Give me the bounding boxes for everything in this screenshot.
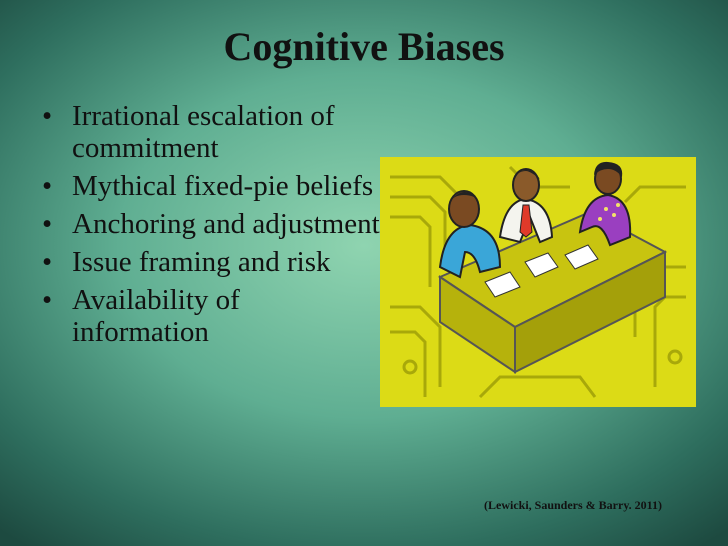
bullet-dot-icon: • bbox=[42, 100, 53, 132]
bullet-text: Irrational escalation of commitment bbox=[72, 100, 335, 164]
bullet-text: Anchoring and adjustment bbox=[72, 208, 380, 240]
bullet-dot-icon: • bbox=[42, 208, 53, 240]
citation: (Lewicki, Saunders & Barry. 2011) bbox=[484, 498, 663, 512]
bullet-item: • Mythical fixed-pie beliefs bbox=[42, 170, 382, 202]
bullet-item: • Anchoring and adjustment bbox=[42, 208, 382, 240]
bullet-dot-icon: • bbox=[42, 246, 53, 278]
bullet-text: Mythical fixed-pie beliefs bbox=[72, 170, 374, 202]
slide-title: Cognitive Biases bbox=[223, 24, 505, 69]
negotiation-clipart bbox=[380, 157, 696, 407]
bullet-text: Availability of information bbox=[72, 284, 240, 348]
bullet-list: • Irrational escalation of commitment • … bbox=[42, 100, 382, 354]
bullet-dot-icon: • bbox=[42, 170, 53, 202]
bullet-item: • Irrational escalation of commitment bbox=[42, 100, 382, 164]
bullet-item: • Availability of information bbox=[42, 284, 382, 348]
bullet-text: Issue framing and risk bbox=[72, 246, 331, 278]
bullet-item: • Issue framing and risk bbox=[42, 246, 382, 278]
bullet-dot-icon: • bbox=[42, 284, 53, 316]
people-at-negotiation-table-icon bbox=[390, 161, 686, 399]
